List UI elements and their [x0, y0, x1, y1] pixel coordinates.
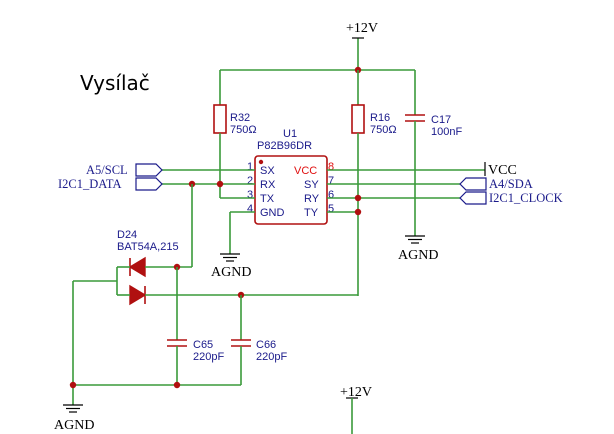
- u1-pin-ry: RY: [304, 193, 320, 205]
- port-a4-sda: A4/SDA: [459, 177, 533, 191]
- c66-value: 220pF: [256, 351, 287, 363]
- power-vcc: VCC: [484, 162, 517, 178]
- ground-agnd-bottom-label: AGND: [54, 418, 94, 433]
- u1-pin4-num: 4: [247, 203, 253, 215]
- d24-ref: D24: [117, 229, 137, 241]
- net-i2c1-data: I2C1_DATA: [58, 177, 122, 191]
- port-i2c1-clock: I2C1_CLOCK: [459, 191, 563, 205]
- power-12v-bottom: +12V: [340, 385, 372, 434]
- port-a5-scl: A5/SCL: [86, 163, 163, 177]
- u1-pin-vcc: VCC: [294, 165, 317, 177]
- c17-ref: C17: [431, 114, 451, 126]
- r16-ref: R16: [370, 112, 390, 124]
- power-12v-top: +12V: [346, 21, 378, 70]
- junction-dot: [354, 194, 362, 202]
- c17-value: 100nF: [431, 126, 462, 138]
- u1-pin-sx: SX: [260, 165, 275, 177]
- net-a4-sda: A4/SDA: [489, 177, 533, 191]
- ground-agnd-c17-label: AGND: [398, 248, 438, 263]
- net-a5-scl: A5/SCL: [86, 163, 128, 177]
- port-i2c1-data: I2C1_DATA: [58, 177, 163, 191]
- junction-dot: [69, 381, 77, 389]
- u1-pin8-num: 8: [328, 161, 334, 173]
- schematic-title: Vysílač: [80, 71, 150, 95]
- u1-pin3-num: 3: [247, 189, 253, 201]
- u1-pin-gnd: GND: [260, 207, 285, 219]
- c65-ref: C65: [193, 339, 213, 351]
- resistor-r32: R32 750Ω: [213, 70, 257, 198]
- capacitor-c66: C66 220pF: [231, 295, 287, 385]
- r32-ref: R32: [230, 112, 250, 124]
- u1-ref: U1: [283, 128, 297, 140]
- u1-pin7-num: 7: [328, 175, 334, 187]
- capacitor-c17: C17 100nF: [405, 70, 462, 236]
- ground-agnd-c17: AGND: [398, 235, 438, 263]
- u1-pin-rx: RX: [260, 179, 276, 191]
- u1-pin5-num: 5: [328, 203, 334, 215]
- u1-pin-tx: TX: [260, 193, 275, 205]
- ic-u1: U1 P82B96DR 1 SX 2 RX 3 TX 4 GND 8 VCC 7…: [247, 128, 334, 225]
- junction-dot: [354, 208, 362, 216]
- c65-value: 220pF: [193, 351, 224, 363]
- ground-agnd-u1: AGND: [211, 253, 251, 280]
- ground-agnd-u1-label: AGND: [211, 265, 251, 280]
- u1-pin2-num: 2: [247, 175, 253, 187]
- u1-pin-ty: TY: [304, 207, 319, 219]
- power-vcc-label: VCC: [488, 163, 517, 178]
- r32-value: 750Ω: [230, 124, 257, 136]
- u1-part: P82B96DR: [257, 140, 312, 152]
- u1-pin1-num: 1: [247, 161, 253, 173]
- c66-ref: C66: [256, 339, 276, 351]
- resistor-r16: R16 750Ω: [351, 70, 397, 296]
- power-12v-bottom-label: +12V: [340, 385, 372, 400]
- capacitor-c65: C65 220pF: [167, 267, 224, 385]
- u1-pin-sy: SY: [304, 179, 319, 191]
- power-12v-top-label: +12V: [346, 21, 378, 36]
- junction-dot: [173, 381, 181, 389]
- junction-dot: [216, 180, 224, 188]
- ground-agnd-bottom: AGND: [54, 404, 94, 433]
- diode-d24: D24 BAT54A,215: [116, 229, 179, 306]
- u1-pin6-num: 6: [328, 189, 334, 201]
- d24-value: BAT54A,215: [117, 241, 179, 253]
- r16-value: 750Ω: [370, 124, 397, 136]
- net-i2c1-clock: I2C1_CLOCK: [489, 191, 563, 205]
